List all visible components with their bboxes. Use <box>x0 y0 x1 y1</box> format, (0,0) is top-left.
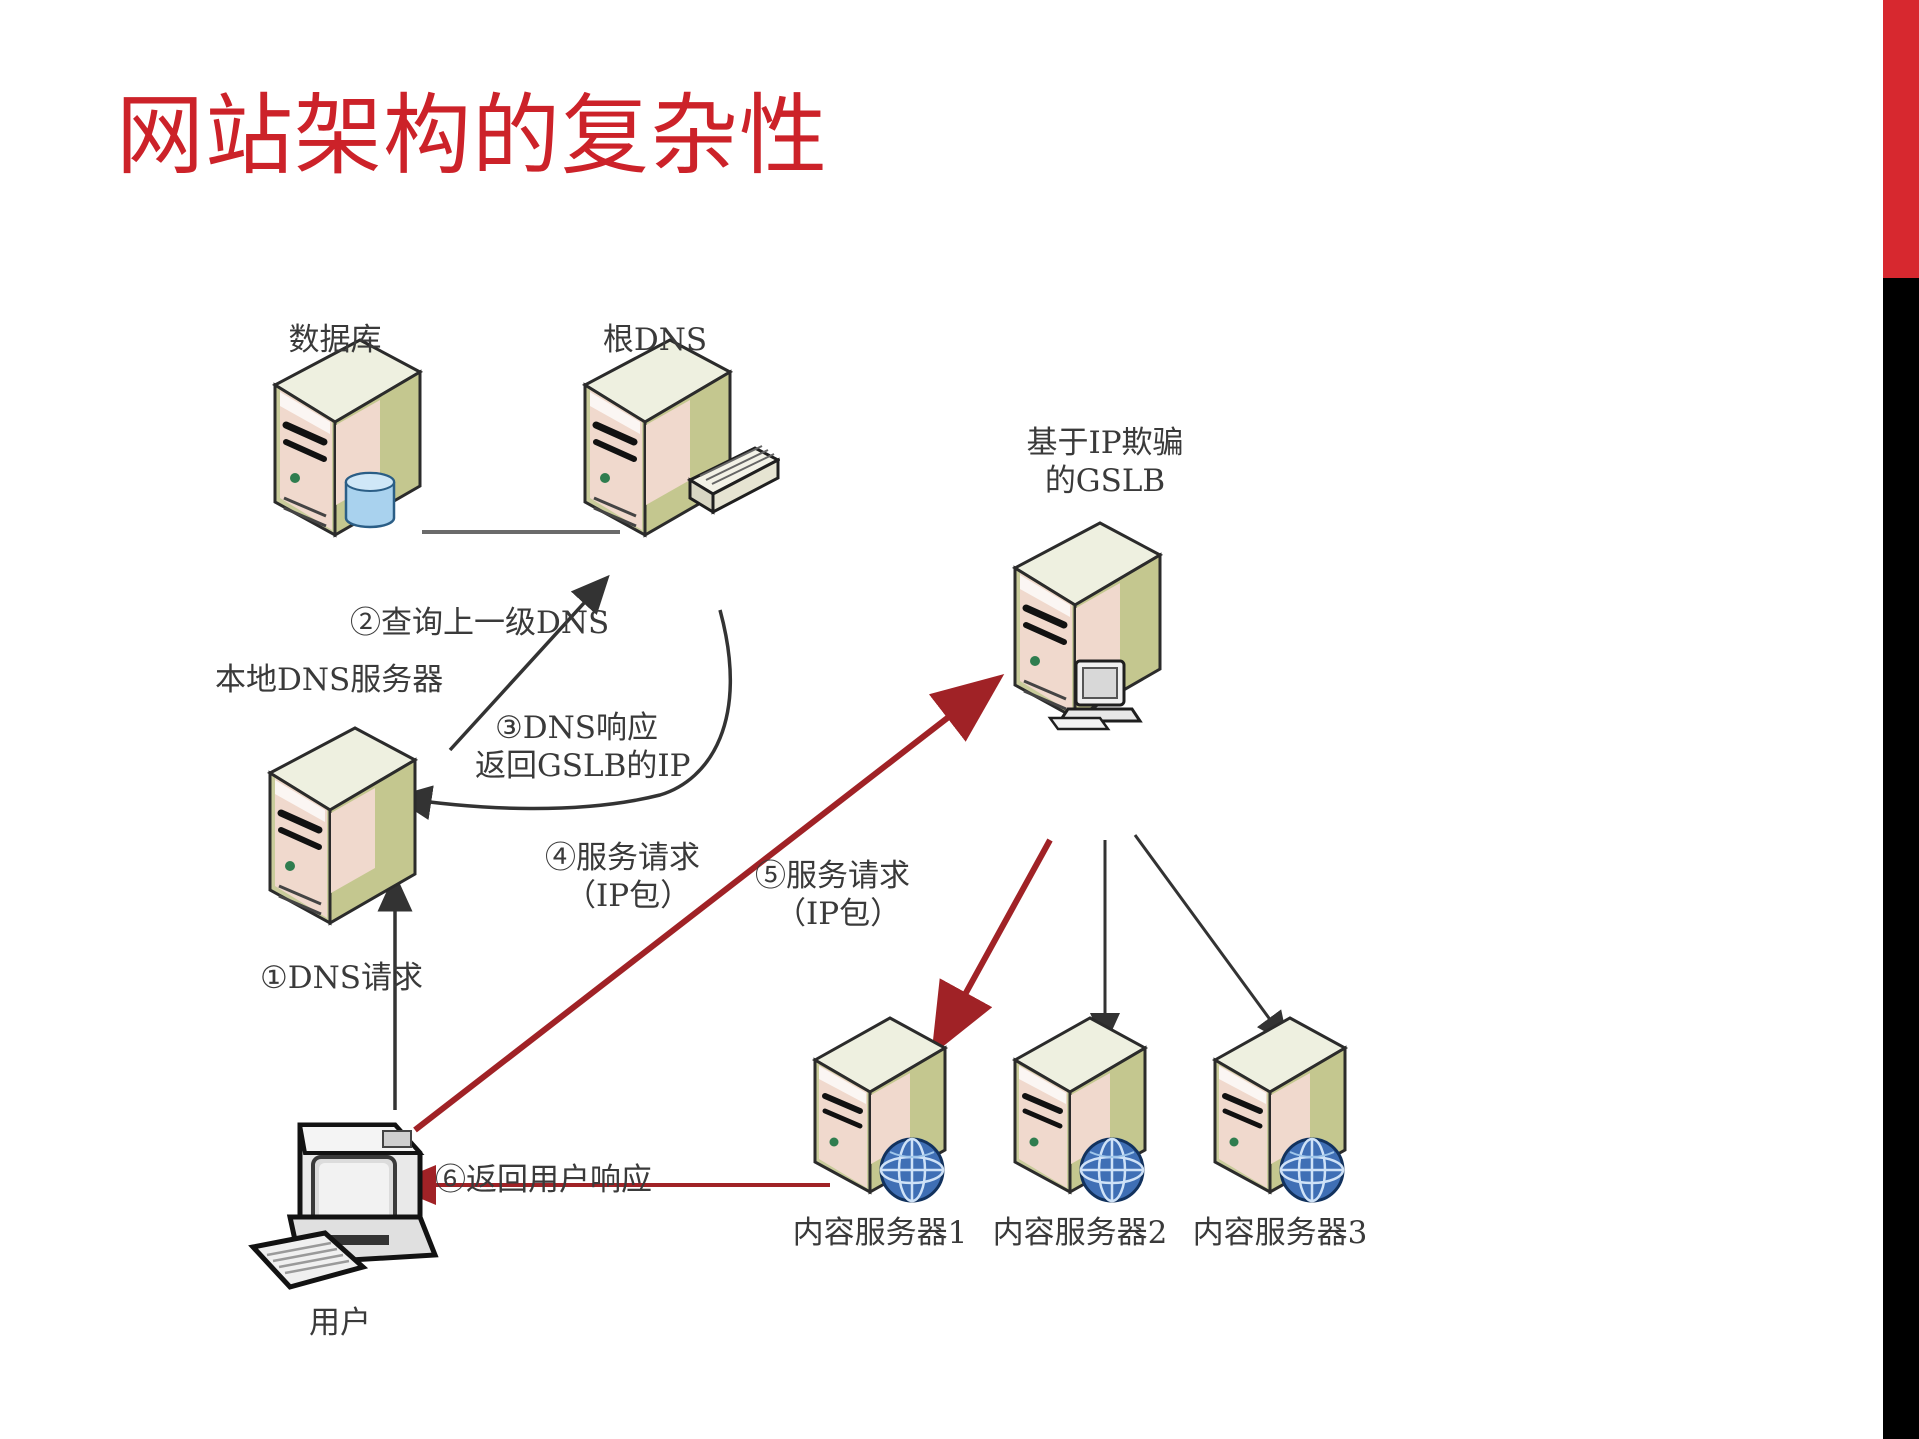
flow-label-step-2: ②查询上一级DNS <box>350 605 610 641</box>
server-icon <box>1011 521 1164 731</box>
desktop-computer-icon <box>248 1122 439 1290</box>
edge-gslb-to-content3 <box>1133 834 1289 1045</box>
network-switch-icon <box>686 445 782 515</box>
keyboard-icon <box>248 1230 369 1290</box>
diagram-connectors <box>377 530 1289 1205</box>
globe-icon <box>1279 1137 1345 1203</box>
page-title: 网站架构的复杂性 <box>116 84 829 187</box>
flow-label-step-4-line2: （IP包） <box>565 878 692 914</box>
edge-gslb-to-content1 <box>931 838 1053 1056</box>
node-database[interactable]: 数据库 <box>240 322 430 550</box>
node-content-server-3-label: 内容服务器3 <box>1192 1215 1368 1251</box>
node-root-dns-label: 根DNS <box>602 322 708 358</box>
node-gslb-label-line1: 基于IP欺骗 <box>1026 425 1184 461</box>
flow-label-step-5-line1: ⑤服务请求 <box>755 858 910 894</box>
server-web-icon <box>1211 1016 1349 1203</box>
server-database-icon <box>271 338 424 538</box>
flow-label-step-1: ①DNS请求 <box>260 960 424 996</box>
node-content-server-2-label: 内容服务器2 <box>992 1215 1168 1251</box>
flow-label-step-3-line1: ③DNS响应 <box>495 710 659 746</box>
node-database-label: 数据库 <box>288 322 382 358</box>
node-content-server-2[interactable]: 内容服务器2 <box>990 1010 1167 1251</box>
globe-icon <box>879 1137 945 1203</box>
flow-label-step-5-line2: （IP包） <box>775 896 902 932</box>
flow-label-step-3-line2: 返回GSLB的IP <box>475 748 691 784</box>
flow-label-step-4-line1: ④服务请求 <box>545 840 700 876</box>
node-gslb-label-line2: 的GSLB <box>1044 463 1166 499</box>
node-user-label: 用户 <box>309 1305 371 1341</box>
node-root-dns[interactable]: 根DNS <box>550 322 782 570</box>
server-icon <box>266 726 419 926</box>
accent-bar-black <box>1883 278 1919 1439</box>
node-user[interactable]: 用户 <box>245 1105 490 1341</box>
server-icon <box>581 338 782 538</box>
edge-rootdns-to-localdns <box>393 609 733 820</box>
node-content-server-1-label: 内容服务器1 <box>792 1215 968 1251</box>
node-content-server-3[interactable]: 内容服务器3 <box>1190 1010 1367 1251</box>
node-local-dns-label: 本地DNS服务器 <box>215 662 444 698</box>
architecture-diagram: 数据库 根DNS <box>150 250 1500 1341</box>
accent-bar-red <box>1883 0 1919 278</box>
server-web-icon <box>1011 1016 1149 1203</box>
globe-icon <box>1079 1137 1145 1203</box>
server-web-icon <box>811 1016 949 1203</box>
flow-label-step-6: ⑥返回用户响应 <box>435 1162 652 1198</box>
console-computer-icon <box>1047 659 1143 731</box>
edge-user-to-gslb <box>413 673 1005 1133</box>
node-content-server-1[interactable]: 内容服务器1 <box>790 1010 967 1251</box>
edge-localdns-to-rootdns <box>448 574 610 752</box>
node-gslb[interactable]: 基于IP欺骗 的GSLB <box>980 425 1215 793</box>
node-local-dns[interactable]: 本地DNS服务器 <box>215 662 443 953</box>
